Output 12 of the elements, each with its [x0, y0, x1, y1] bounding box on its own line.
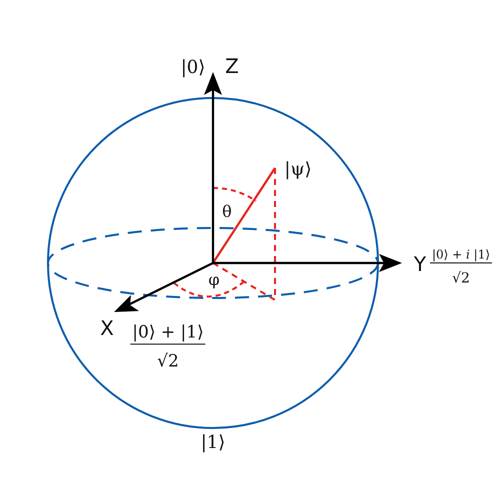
- state-label: |1⟩: [200, 433, 226, 453]
- fraction-denominator: √2: [452, 271, 470, 287]
- fraction-numerator: |0⟩ + i |1⟩: [430, 248, 492, 264]
- state-label: |ψ⟩: [284, 160, 312, 180]
- angle-label: θ: [222, 203, 232, 221]
- axis-label: Y: [414, 253, 426, 275]
- state-label: |0⟩: [180, 58, 206, 78]
- axis-label: Z: [225, 55, 239, 77]
- angle-label: φ: [208, 271, 220, 289]
- axis-label: X: [100, 317, 114, 339]
- fraction-denominator: √2: [157, 352, 179, 372]
- fraction-numerator: |0⟩ + |1⟩: [130, 324, 206, 344]
